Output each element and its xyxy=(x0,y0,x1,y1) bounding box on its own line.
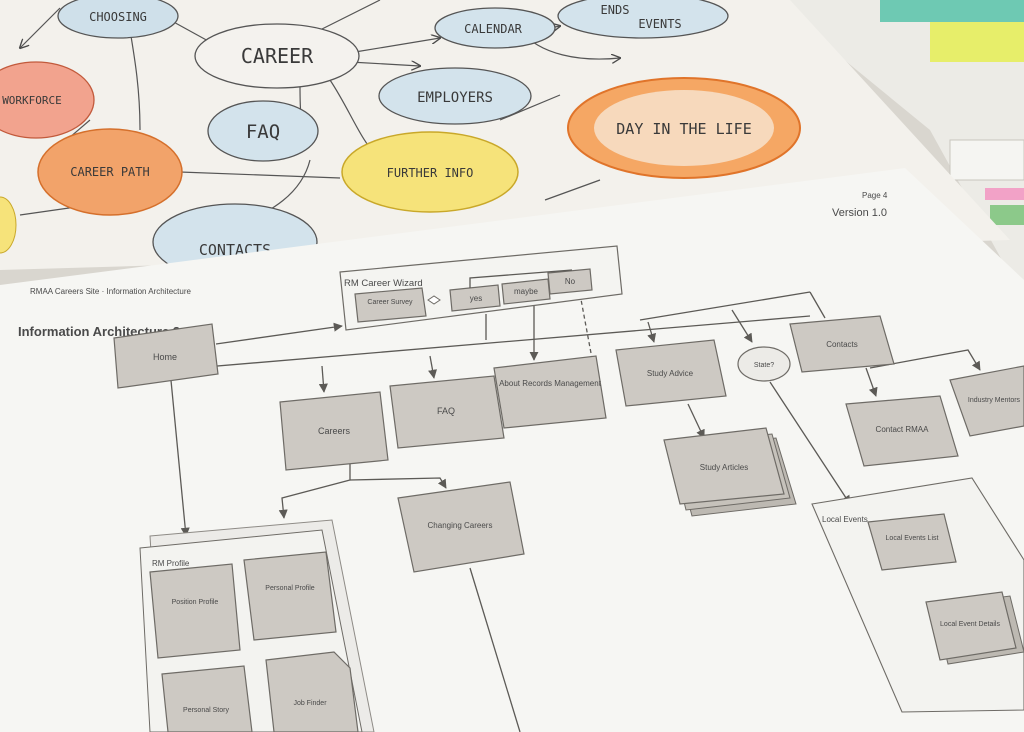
svg-text:Position Profile: Position Profile xyxy=(172,599,219,606)
svg-text:maybe: maybe xyxy=(514,287,539,296)
svg-text:FAQ: FAQ xyxy=(437,406,455,416)
svg-text:CAREER: CAREER xyxy=(241,44,314,68)
rm-profile-group: RM Profile Position Profile Personal Pro… xyxy=(139,519,375,732)
node-home: Home xyxy=(113,323,219,389)
svg-text:Job Finder: Job Finder xyxy=(293,700,327,707)
node-career-survey: Career Survey xyxy=(354,287,427,323)
page-number: Page 4 xyxy=(862,191,888,200)
node-yes: yes xyxy=(449,284,501,312)
bubble-choosing: CHOOSING xyxy=(57,0,179,39)
svg-text:CHOOSING: CHOOSING xyxy=(89,10,147,24)
bubble-further-info: FURTHER INFO xyxy=(341,131,519,213)
local-events-group: Local Events Local Events List Local Eve… xyxy=(811,477,1024,713)
svg-text:Local Event Details: Local Event Details xyxy=(940,621,1000,628)
svg-text:Personal Story: Personal Story xyxy=(183,707,229,714)
svg-text:FURTHER INFO: FURTHER INFO xyxy=(387,166,474,180)
node-local-event-details: Local Event Details xyxy=(925,591,1024,665)
bubble-calendar: CALENDAR xyxy=(434,7,556,49)
background-sheet xyxy=(770,0,1024,300)
bubble-ends-events: ENDS EVENTS xyxy=(557,0,729,39)
node-faq: FAQ xyxy=(389,375,505,449)
bubble-employers: EMPLOYERS xyxy=(378,67,532,125)
svg-text:No: No xyxy=(565,277,576,286)
bubble-career-path: CAREER PATH xyxy=(37,128,183,216)
svg-text:State?: State? xyxy=(754,362,774,369)
svg-text:EMPLOYERS: EMPLOYERS xyxy=(417,90,493,106)
svg-text:Study Articles: Study Articles xyxy=(700,463,748,472)
ia-sheet: RMAA Careers Site · Information Architec… xyxy=(0,168,1024,732)
node-study-articles: Study Articles xyxy=(663,427,797,517)
svg-text:Changing Careers: Changing Careers xyxy=(428,521,493,530)
node-job-finder: Job Finder xyxy=(265,651,359,732)
svg-text:Local Events: Local Events xyxy=(822,515,868,524)
bubble-workforce: WORKFORCE xyxy=(0,61,95,139)
breadcrumb: RMAA Careers Site · Information Architec… xyxy=(30,287,192,296)
node-changing-careers: Changing Careers xyxy=(397,481,525,573)
node-maybe: maybe xyxy=(501,278,551,305)
bubble-career: CAREER xyxy=(194,23,360,89)
svg-text:RM Profile: RM Profile xyxy=(152,559,190,568)
svg-text:DAY IN THE LIFE: DAY IN THE LIFE xyxy=(616,120,751,138)
bubble-faq: FAQ xyxy=(207,100,319,162)
svg-text:ENDS: ENDS xyxy=(601,3,630,17)
node-personal-story: Personal Story xyxy=(161,665,253,732)
svg-text:Careers: Careers xyxy=(318,426,351,436)
sticky-note-teal xyxy=(880,0,1024,22)
svg-text:EVENTS: EVENTS xyxy=(638,17,681,31)
svg-text:Study Advice: Study Advice xyxy=(647,369,694,378)
career-wizard-group: RM Career Wizard Career Survey yes maybe… xyxy=(339,245,623,331)
sticky-note-yellow xyxy=(930,22,1024,62)
node-state-decision: State? xyxy=(737,346,791,382)
svg-text:Local Events List: Local Events List xyxy=(886,535,939,542)
node-study-advice: Study Advice xyxy=(615,339,727,407)
svg-text:Contact RMAA: Contact RMAA xyxy=(876,425,930,434)
svg-text:yes: yes xyxy=(470,294,482,303)
node-careers: Careers xyxy=(279,391,389,471)
node-industry-mentors: Industry Mentors xyxy=(949,365,1024,437)
bubble-partial-left xyxy=(0,196,17,254)
version-label: Version 1.0 xyxy=(832,207,887,219)
svg-text:Home: Home xyxy=(153,352,177,362)
svg-text:Industry Mentors: Industry Mentors xyxy=(968,397,1021,404)
svg-text:WORKFORCE: WORKFORCE xyxy=(2,94,62,107)
sticky-note-pink xyxy=(985,188,1024,200)
node-personal-profile: Personal Profile xyxy=(243,551,337,641)
node-about-rm: About Records Management xyxy=(493,355,607,429)
svg-text:FAQ: FAQ xyxy=(246,121,280,143)
node-contact-rmaa: Contact RMAA xyxy=(845,395,959,467)
node-no: No xyxy=(547,268,593,295)
svg-text:Career Survey: Career Survey xyxy=(367,299,413,306)
wizard-title: RM Career Wizard xyxy=(344,278,423,289)
node-local-events-list: Local Events List xyxy=(867,513,957,571)
node-contacts: Contacts xyxy=(789,315,895,373)
svg-text:About Records Management: About Records Management xyxy=(499,379,602,388)
node-position-profile: Position Profile xyxy=(149,563,241,659)
svg-text:CALENDAR: CALENDAR xyxy=(464,22,523,36)
svg-text:Contacts: Contacts xyxy=(826,340,858,349)
svg-text:Personal Profile: Personal Profile xyxy=(265,585,315,592)
svg-text:CAREER PATH: CAREER PATH xyxy=(70,165,149,179)
sticky-note-green xyxy=(990,205,1024,225)
bubble-day-in-life: DAY IN THE LIFE xyxy=(567,77,801,179)
decision-diamond xyxy=(427,295,441,305)
